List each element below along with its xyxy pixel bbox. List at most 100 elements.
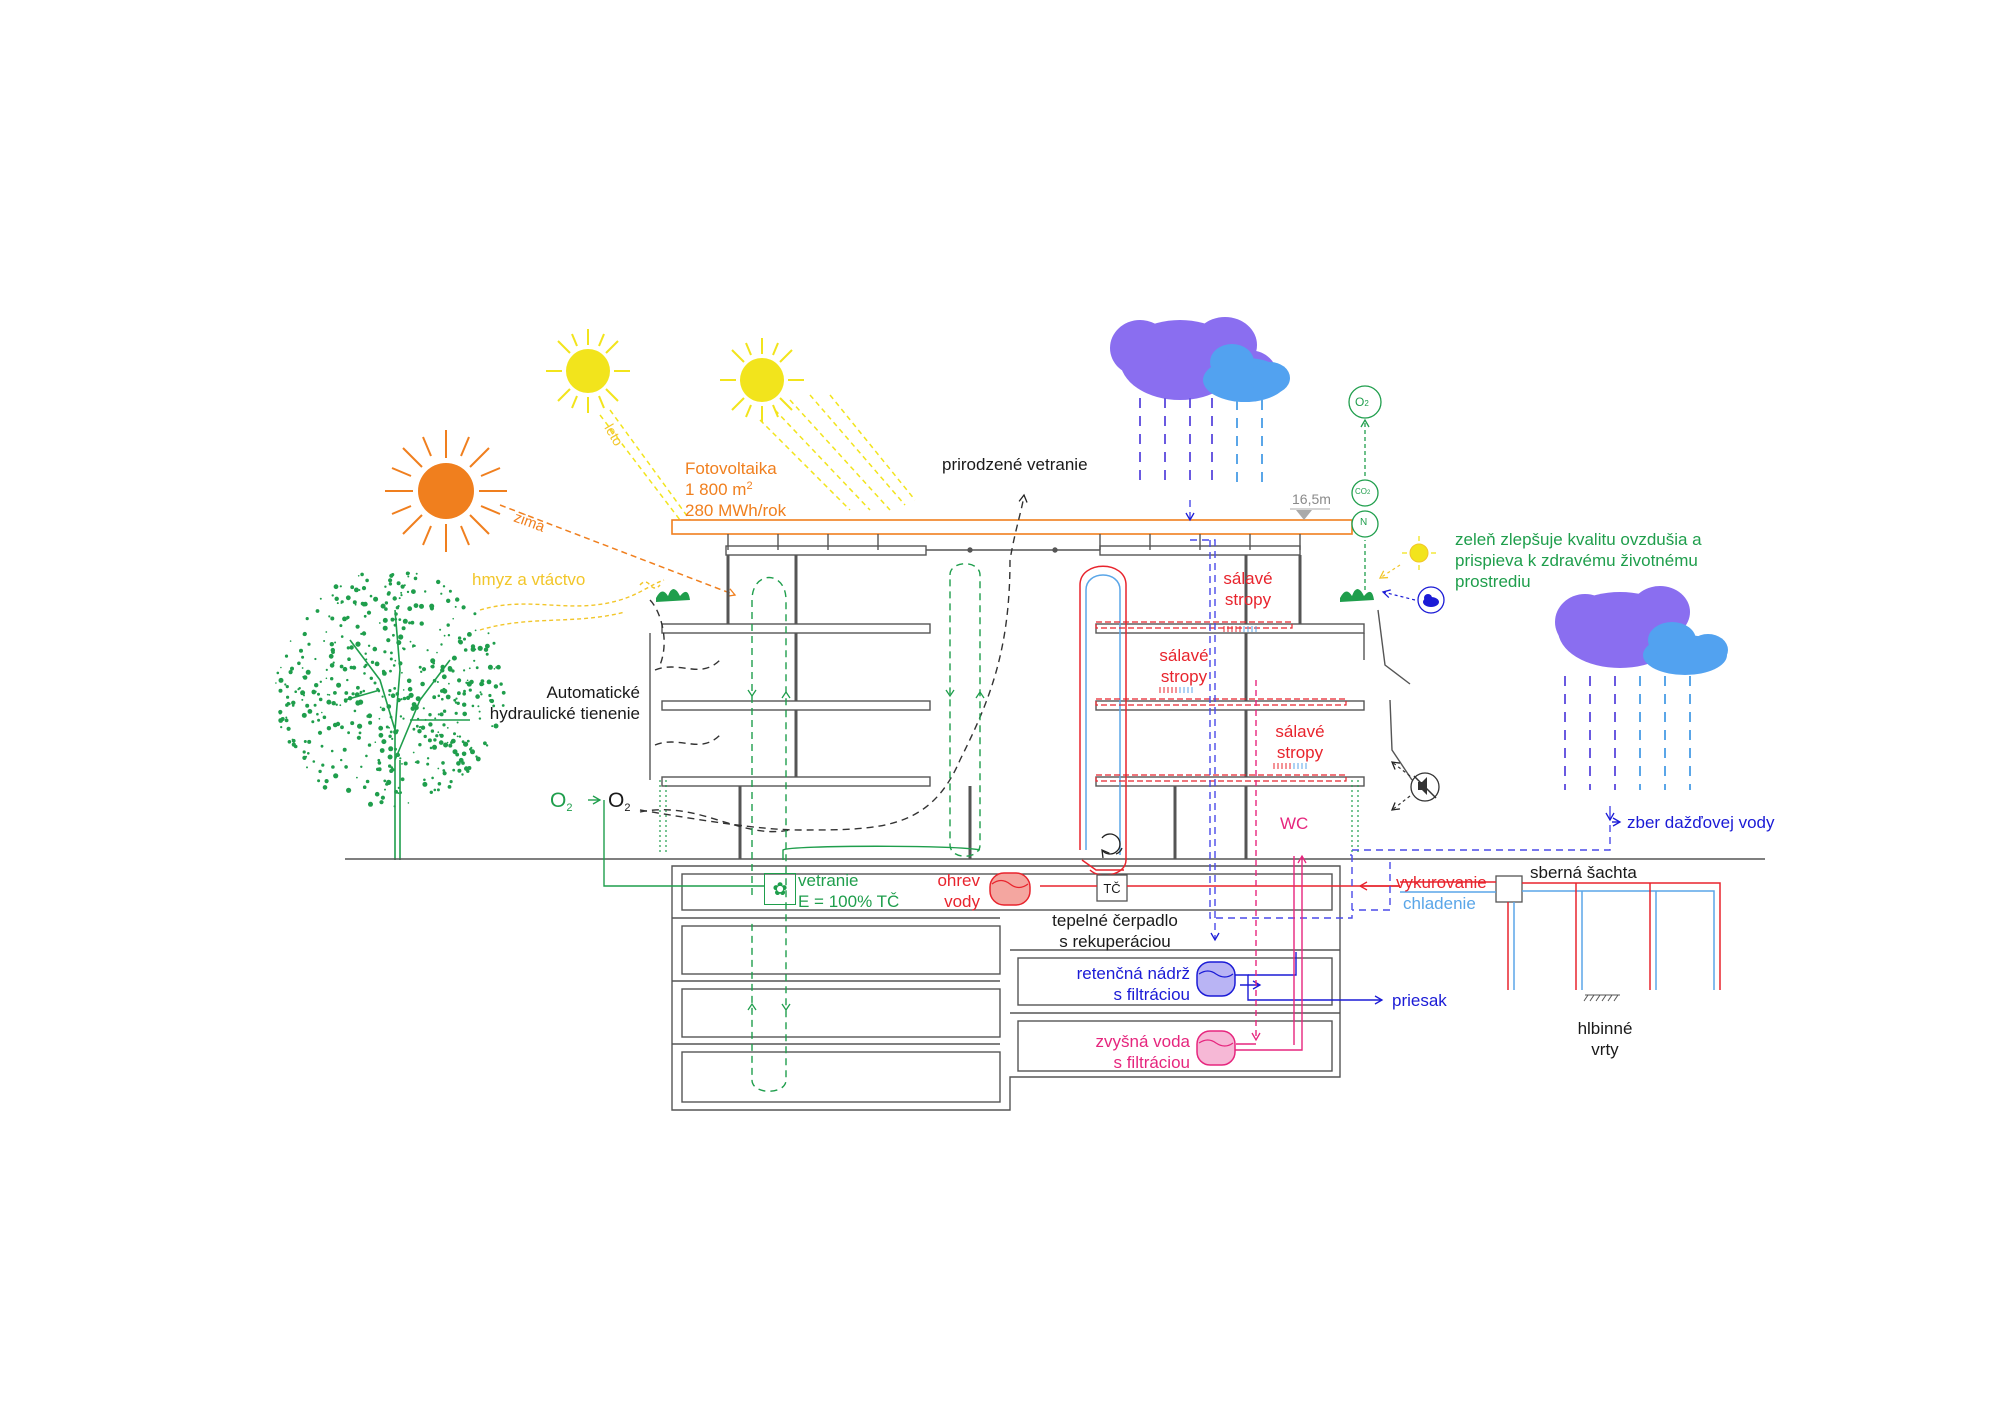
tree-leaf-dot — [394, 747, 397, 751]
wc-label: WC — [1280, 814, 1309, 833]
tree-leaf-dot — [291, 738, 294, 741]
tree-leaf-dot — [384, 607, 388, 611]
tree-leaf-dot — [388, 693, 391, 696]
tree-leaf-dot — [323, 640, 326, 642]
tree-leaf-dot — [441, 674, 447, 680]
tree-leaf-dot — [346, 678, 349, 682]
tree-leaf-dot — [407, 575, 410, 578]
tree-leaf-dot — [455, 597, 460, 602]
tree-leaf-dot — [401, 763, 403, 765]
tree-leaf-dot — [382, 617, 388, 623]
tree-leaf-dot — [469, 679, 474, 685]
radiant-ceiling-panels — [1095, 621, 1347, 782]
tree-leaf-dot — [501, 704, 505, 707]
tree-leaf-dot — [346, 615, 350, 620]
tree-leaf-dot — [285, 716, 288, 719]
tree-leaf-dot — [354, 692, 360, 698]
tree-leaf-dot — [329, 642, 334, 647]
ground-hatch-icon — [1583, 994, 1620, 1002]
tree-leaf-dot — [276, 671, 280, 675]
tree-leaf-dot — [388, 764, 392, 768]
o2-badge-icon — [1348, 385, 1382, 419]
tree-leaf-dot — [492, 641, 496, 645]
tree-leaf-dot — [392, 596, 397, 601]
tree-leaf-dot — [381, 669, 386, 674]
tree-leaf-dot — [280, 717, 285, 721]
tree-leaf-dot — [305, 703, 310, 708]
tree-leaf-dot — [492, 704, 496, 708]
tree-leaf-dot — [301, 667, 304, 669]
tree-leaf-dot — [399, 715, 403, 718]
tree-leaf-dot — [436, 579, 441, 585]
heat-pump-label-2: s rekuperáciou — [1059, 932, 1171, 951]
tree-leaf-dot — [318, 697, 323, 702]
tree-leaf-dot — [398, 634, 404, 640]
tree-leaf-dot — [330, 616, 335, 621]
deep-boreholes-label-2: vrty — [1591, 1040, 1619, 1059]
tree-leaf-dot — [461, 751, 467, 757]
tree-leaf-dot — [478, 710, 481, 713]
tree-leaf-dot — [408, 621, 412, 625]
tree-leaf-dot — [485, 643, 490, 649]
tree-leaf-dot — [365, 578, 369, 583]
tree-leaf-dot — [440, 592, 443, 595]
tree-leaf-dot — [307, 642, 311, 646]
tree-leaf-dot — [333, 773, 339, 779]
greenery-note-1: zeleň zlepšuje kvalitu ovzdušia a — [1455, 530, 1702, 549]
tree-leaf-dot — [474, 648, 477, 651]
tree-leaf-dot — [280, 666, 282, 669]
tree-leaf-dot — [389, 730, 393, 734]
insects-birds-label: hmyz a vtáctvo — [472, 570, 586, 589]
tree-leaf-dot — [447, 666, 453, 671]
pv-title: Fotovoltaika — [685, 459, 777, 478]
co2-badge-sub: 2 — [1367, 490, 1371, 496]
tree-leaf-dot — [458, 639, 464, 645]
tree-leaf-dot — [441, 761, 445, 765]
tree-leaf-dot — [284, 683, 287, 686]
tree-leaf-dot — [437, 767, 440, 770]
tree-leaf-dot — [427, 738, 432, 743]
tree-leaf-dot — [442, 771, 447, 776]
tree-leaf-dot — [411, 589, 416, 594]
tree-leaf-dot — [358, 589, 361, 591]
water-heating-label-2: vody — [944, 892, 980, 911]
pv-yield: 280 MWh/rok — [685, 501, 787, 520]
surplus-water-label-1: zvyšná voda — [1095, 1032, 1191, 1051]
tree-leaf-dot — [451, 655, 457, 661]
tree-leaf-dot — [443, 742, 449, 748]
tree-leaf-dot — [446, 623, 450, 627]
tree-leaf-dot — [356, 776, 358, 779]
tree-leaf-dot — [333, 584, 339, 590]
tree-leaf-dot — [280, 726, 283, 729]
tree-leaf-dot — [390, 651, 393, 655]
tree-leaf-dot — [468, 667, 471, 670]
tree-leaf-dot — [298, 687, 301, 690]
co2-badge-text: CO2 — [1355, 485, 1370, 500]
tree-leaf-dot — [432, 662, 436, 665]
tree-leaf-dot — [407, 802, 410, 804]
tree-leaf-dot — [339, 585, 342, 588]
tree-leaf-dot — [347, 657, 351, 661]
tree-leaf-dot — [463, 689, 466, 693]
tree-leaf-dot — [463, 648, 468, 652]
tree-leaf-dot — [324, 779, 329, 784]
oxygen-outside-o: O — [550, 789, 567, 812]
tree-leaf-dot — [349, 645, 354, 650]
tree-leaf-dot — [475, 694, 480, 699]
tree-leaf-dot — [398, 597, 401, 600]
tree-leaf-dot — [394, 659, 397, 662]
tree-leaf-dot — [423, 734, 427, 739]
tree-leaf-dot — [478, 717, 482, 720]
tree-leaf-dot — [396, 581, 401, 586]
tree-leaf-dot — [457, 678, 462, 683]
tree-leaf-dot — [344, 765, 348, 769]
tree-leaf-dot — [424, 718, 427, 721]
rainwater-collection-label: zber dažďovej vody — [1627, 813, 1775, 832]
tree-leaf-dot — [289, 640, 292, 642]
oxygen-inside-sub: 2 — [624, 802, 631, 814]
tree-leaf-dot — [402, 647, 406, 651]
tree-leaf-dot — [340, 635, 344, 638]
tree-leaf-dot — [385, 725, 389, 729]
tree-leaf-dot — [334, 596, 339, 601]
